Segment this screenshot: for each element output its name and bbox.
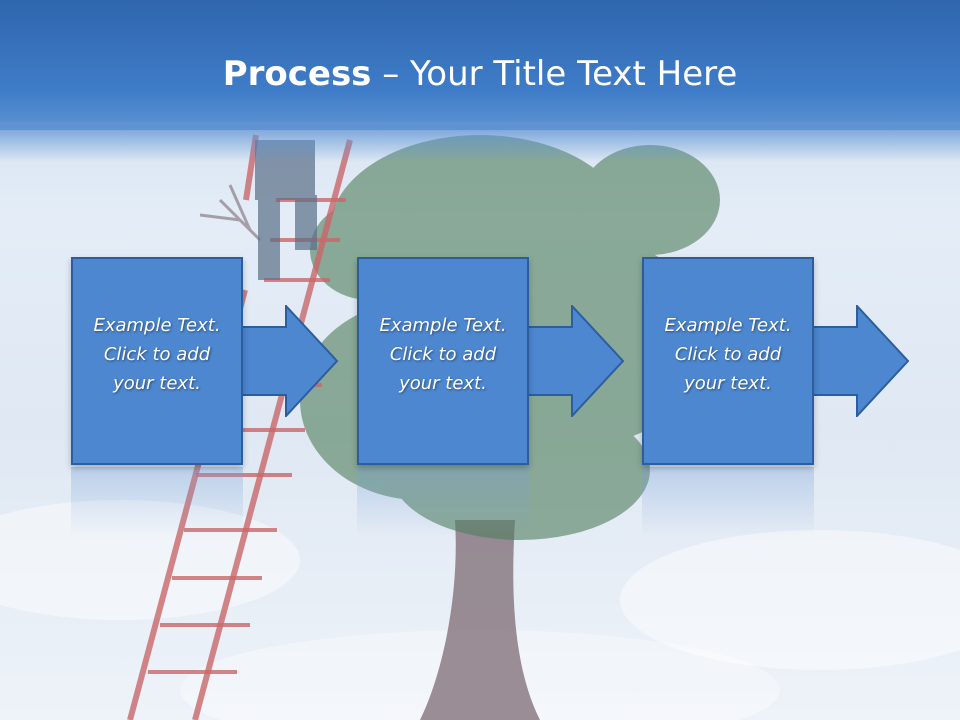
step-text-line: your text.: [399, 373, 487, 394]
title-rest: – Your Title Text Here: [382, 54, 738, 94]
step-reflection: [357, 467, 529, 537]
step-2-text[interactable]: Example Text. Click to add your text.: [359, 311, 527, 398]
step-1-text[interactable]: Example Text. Click to add your text.: [73, 311, 241, 398]
slide-title[interactable]: Process – Your Title Text Here: [0, 52, 960, 96]
title-bar: [0, 0, 960, 130]
step-text-line: Click to add: [103, 344, 211, 365]
process-step-2[interactable]: Example Text. Click to add your text.: [357, 257, 529, 465]
process-step-3[interactable]: Example Text. Click to add your text.: [642, 257, 814, 465]
step-text-line: your text.: [684, 373, 772, 394]
step-3-text[interactable]: Example Text. Click to add your text.: [644, 311, 812, 398]
arrow-right-icon: [527, 305, 625, 417]
step-reflection: [71, 467, 243, 537]
step-text-line: Click to add: [674, 344, 782, 365]
arrow-right-icon: [812, 305, 910, 417]
step-text-line: Example Text.: [379, 315, 507, 336]
step-text-line: Click to add: [389, 344, 497, 365]
title-bold: Process: [222, 54, 372, 94]
step-text-line: Example Text.: [93, 315, 221, 336]
step-text-line: Example Text.: [664, 315, 792, 336]
process-step-1[interactable]: Example Text. Click to add your text.: [71, 257, 243, 465]
step-text-line: your text.: [113, 373, 201, 394]
title-bar-fade: [0, 122, 960, 162]
arrow-right-icon: [241, 305, 339, 417]
step-reflection: [642, 467, 814, 537]
